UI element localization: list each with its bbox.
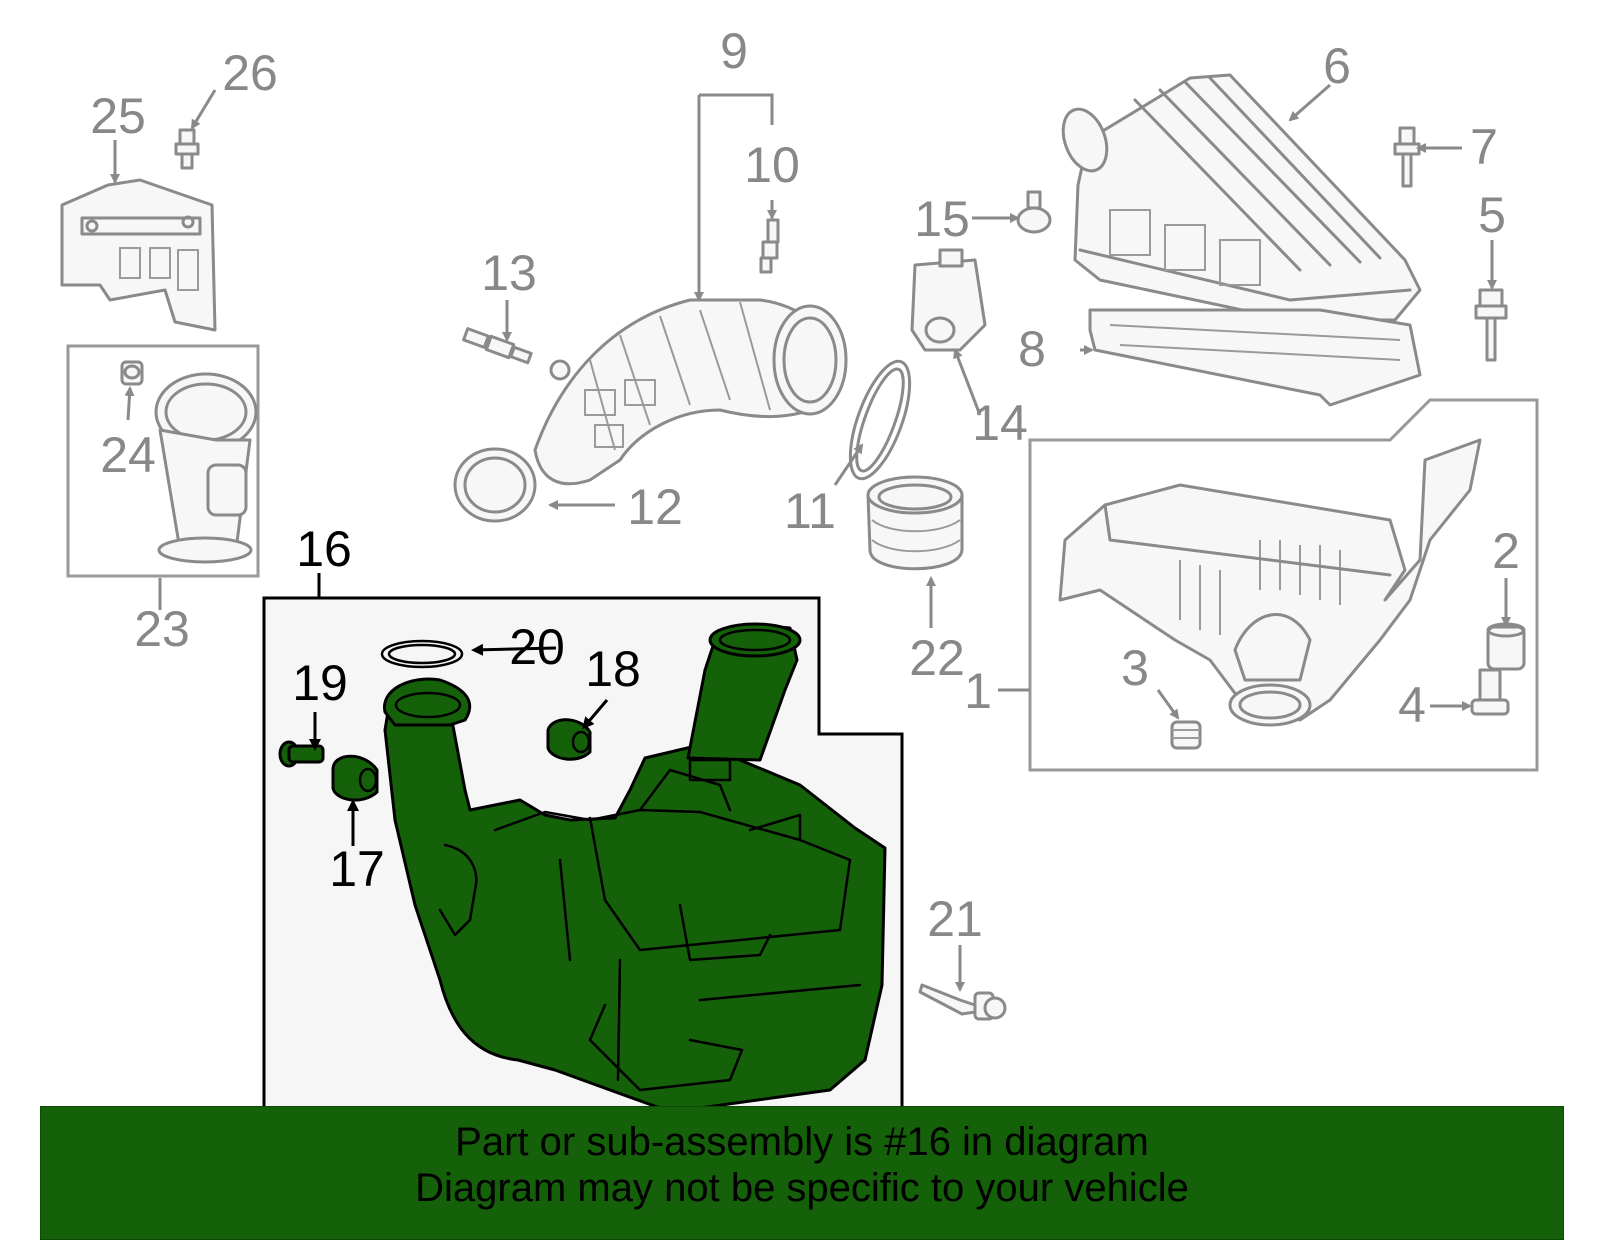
part-8-filter	[1088, 308, 1422, 407]
callout-12: 12	[627, 479, 683, 535]
callout-13: 13	[481, 245, 537, 301]
leader-lines	[110, 83, 1511, 992]
callout-10: 10	[744, 137, 800, 193]
part-6-cover	[1061, 73, 1422, 322]
part-21-bolt	[918, 983, 1007, 1021]
callout-9: 9	[720, 23, 748, 79]
part-20-seal-ring	[380, 639, 464, 669]
callout-1: 1	[964, 663, 992, 719]
info-banner: Part or sub-assembly is #16 in diagram D…	[40, 1106, 1564, 1240]
callout-22: 22	[909, 630, 965, 686]
part-3-grommet	[1170, 720, 1202, 750]
part-1-lower-housing	[1058, 438, 1482, 727]
callout-3: 3	[1121, 640, 1149, 696]
part-18-grommet	[546, 718, 592, 761]
part-15-grommet	[1016, 190, 1052, 234]
callout-20: 20	[509, 619, 565, 675]
part-10-sensor	[759, 218, 780, 274]
part-9-intake-tube	[533, 298, 848, 486]
part-11-seal	[848, 359, 912, 481]
part-16-resonator	[383, 622, 887, 1110]
callout-21: 21	[927, 891, 983, 947]
part-23-duct	[154, 372, 258, 564]
part-26-clip	[174, 128, 200, 170]
callout-5: 5	[1478, 187, 1506, 243]
banner-line-1: Part or sub-assembly is #16 in diagram	[455, 1120, 1149, 1164]
callout-26: 26	[222, 45, 278, 101]
part-12-clamp	[453, 447, 537, 523]
callout-18: 18	[585, 641, 641, 697]
callout-23: 23	[134, 601, 190, 657]
part-7-screw	[1393, 126, 1421, 188]
callout-14: 14	[972, 395, 1028, 451]
callout-24: 24	[100, 427, 156, 483]
part-24-grommet	[120, 360, 144, 386]
group-box-23	[66, 344, 260, 578]
callout-4: 4	[1398, 677, 1426, 733]
callout-2: 2	[1492, 523, 1520, 579]
callout-7: 7	[1470, 119, 1498, 175]
callout-17: 17	[329, 841, 385, 897]
callout-15: 15	[914, 191, 970, 247]
callout-16: 16	[296, 521, 352, 577]
part-13-sensor	[462, 327, 533, 365]
part-5-bolt	[1474, 288, 1508, 362]
callout-19: 19	[292, 655, 348, 711]
part-22-resonator	[866, 475, 964, 571]
callout-25: 25	[90, 88, 146, 144]
part-14-sensor	[910, 248, 987, 352]
part-17-grommet	[331, 754, 379, 802]
part-19-pin	[278, 740, 325, 768]
part-25-bracket	[60, 178, 217, 332]
callout-8: 8	[1018, 321, 1046, 377]
group-box-1	[1028, 398, 1539, 772]
callout-6: 6	[1323, 38, 1351, 94]
banner-line-2: Diagram may not be specific to your vehi…	[415, 1166, 1189, 1210]
part-4-collar	[1470, 668, 1510, 716]
callout-11: 11	[784, 483, 836, 539]
part-2-grommet	[1486, 622, 1526, 671]
